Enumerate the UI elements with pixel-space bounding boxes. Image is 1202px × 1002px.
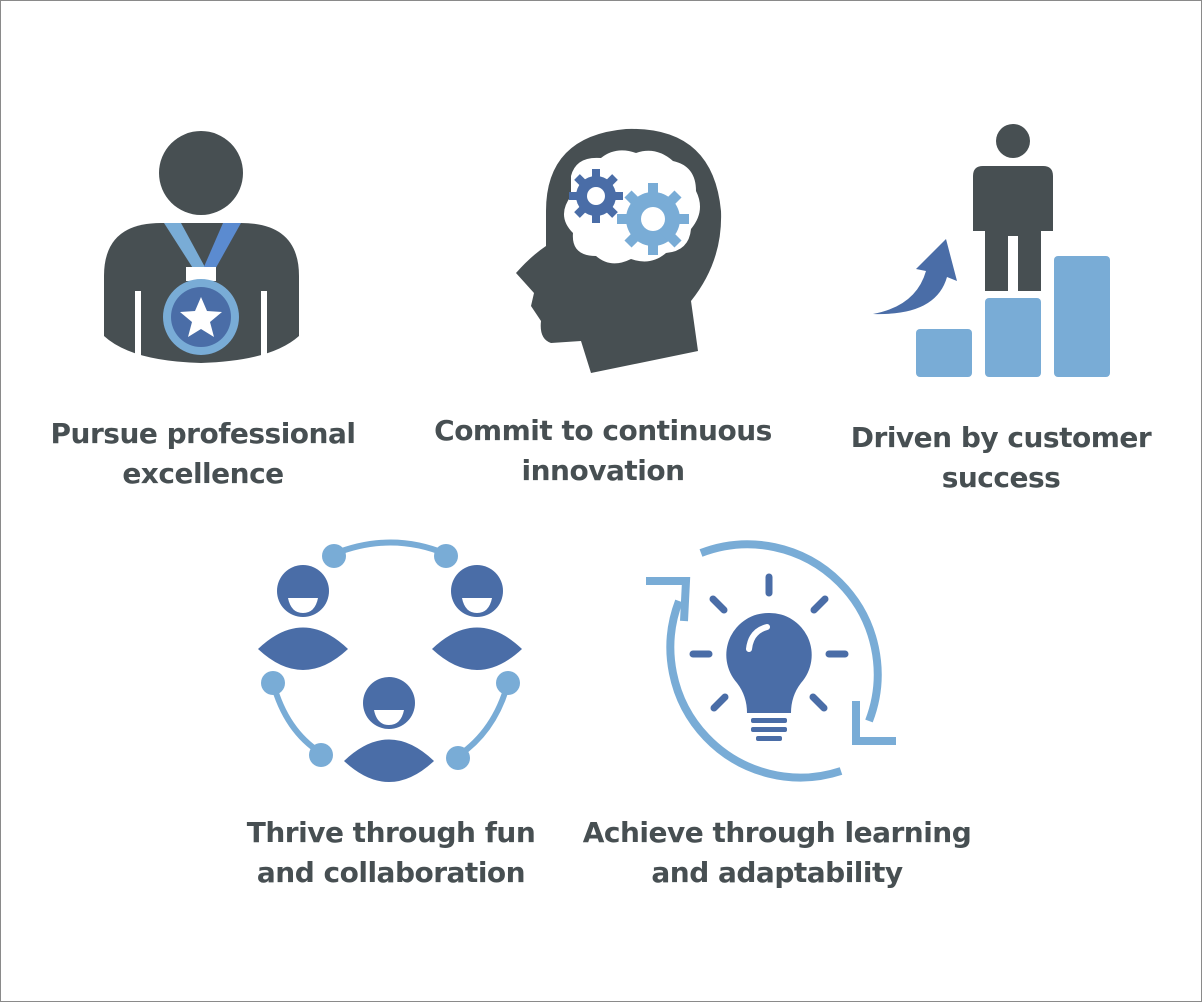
value-label-customer-success: Driven by customer success [791,418,1201,498]
label-line: and adaptability [651,856,903,889]
label-line: Driven by customer [850,421,1152,454]
label-line: Thrive through fun [246,816,536,849]
value-label-innovation: Commit to continuous innovation [393,411,813,491]
person-on-growth-bars-icon [873,124,1110,377]
label-line: Achieve through learning [582,816,972,849]
label-line: and collaboration [256,856,526,889]
value-label-learning: Achieve through learning and adaptabilit… [567,813,987,893]
label-line: excellence [122,457,284,490]
value-label-collaboration: Thrive through fun and collaboration [181,813,601,893]
head-gears-icon [516,128,722,373]
label-line: success [941,461,1061,494]
team-circle-icon [258,539,522,782]
label-line: Pursue professional [50,417,356,450]
medal-person-icon [104,131,299,363]
lightbulb-cycle-icon [646,540,896,782]
label-line: Commit to continuous [434,414,772,447]
value-label-excellence: Pursue professional excellence [1,414,413,494]
label-line: innovation [521,454,686,487]
